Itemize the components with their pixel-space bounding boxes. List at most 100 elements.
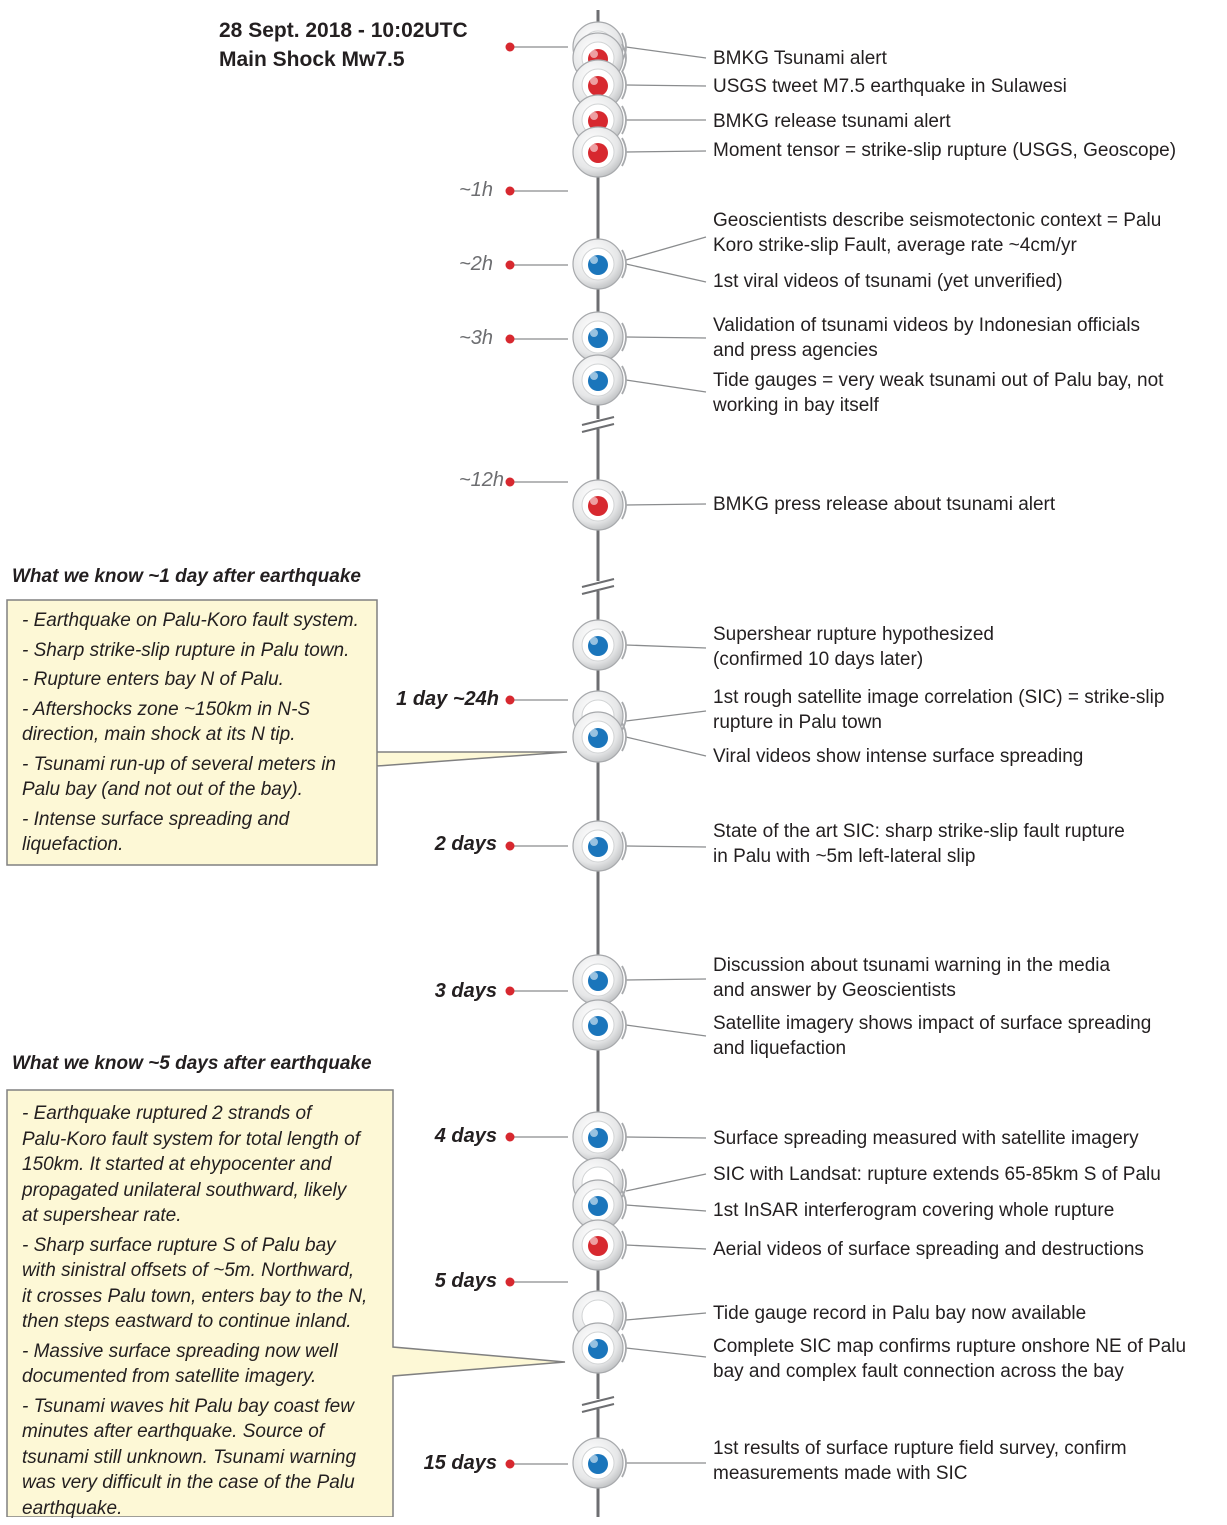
box1-item: - Aftershocks zone ~150km in N-S directi… bbox=[22, 698, 311, 746]
event-connector bbox=[625, 736, 707, 757]
box1-item: - Rupture enters bay N of Palu. bbox=[22, 669, 284, 690]
axis-break-mark bbox=[581, 1403, 615, 1413]
event-text: Tide gauges = very weak tsunami out of P… bbox=[713, 370, 1164, 416]
event-marker-blue bbox=[572, 999, 627, 1051]
event-connector bbox=[625, 1312, 707, 1321]
time-tick-dot bbox=[505, 1459, 515, 1469]
event-connector bbox=[625, 503, 707, 506]
marker-bracket bbox=[621, 831, 627, 861]
box2-item: - Massive surface spreading now well doc… bbox=[22, 1340, 338, 1388]
event-text: 1st InSAR interferogram covering whole r… bbox=[713, 1200, 1115, 1221]
axis-break-gap bbox=[584, 581, 612, 591]
event-connector bbox=[625, 1173, 707, 1192]
event-text: SIC with Landsat: rupture extends 65-85k… bbox=[713, 1164, 1161, 1185]
event-marker-blue bbox=[572, 1322, 627, 1374]
event-marker-red bbox=[572, 126, 627, 178]
time-tick-dot bbox=[505, 334, 515, 344]
marker-bracket bbox=[621, 722, 627, 752]
event-marker-blue bbox=[572, 711, 627, 763]
time-label-5-days: 5 days bbox=[434, 1270, 497, 1292]
marker-bracket bbox=[621, 1448, 627, 1478]
axis-break-mark bbox=[581, 578, 615, 588]
event-text: Discussion about tsunami warning in the … bbox=[713, 955, 1111, 1001]
event-text: Surface spreading measured with satellit… bbox=[713, 1128, 1139, 1149]
event-connector bbox=[625, 1204, 707, 1212]
time-tick-dot bbox=[505, 695, 515, 705]
event-connector bbox=[625, 46, 707, 59]
marker-bracket bbox=[621, 137, 627, 167]
box1-callout bbox=[6, 599, 568, 866]
event-connector bbox=[625, 845, 707, 848]
box2-item: - Tsunami waves hit Palu bay coast few m… bbox=[22, 1395, 357, 1519]
event-text: Viral videos show intense surface spread… bbox=[713, 746, 1084, 767]
marker-highlight bbox=[590, 112, 598, 120]
event-text: State of the art SIC: sharp strike-slip … bbox=[713, 821, 1125, 867]
time-tick-dot bbox=[505, 260, 515, 270]
marker-bracket bbox=[621, 630, 627, 660]
event-text: Geoscientists describe seismotectonic co… bbox=[713, 210, 1162, 256]
box2-heading: What we know ~5 days after earthquake bbox=[12, 1053, 372, 1074]
time-label-3-days: 3 days bbox=[434, 980, 497, 1002]
marker-highlight bbox=[590, 838, 598, 846]
event-text: BMKG press release about tsunami alert bbox=[713, 494, 1056, 515]
marker-highlight bbox=[590, 1129, 598, 1137]
event-text: Supershear rupture hypothesized(confirme… bbox=[713, 624, 994, 670]
time-label-4-days: 4 days bbox=[434, 1125, 497, 1147]
event-marker-blue bbox=[572, 954, 627, 1006]
event-connector bbox=[625, 978, 707, 981]
event-connector bbox=[625, 150, 707, 153]
event-marker-blue bbox=[572, 820, 627, 872]
time-label-15-days: 15 days bbox=[423, 1452, 497, 1474]
box2-item: - Earthquake ruptured 2 strands of Palu-… bbox=[22, 1103, 360, 1226]
marker-bracket bbox=[621, 965, 627, 995]
event-connector bbox=[625, 336, 707, 339]
event-marker-red bbox=[572, 479, 627, 531]
box1-item: - Earthquake on Palu-Koro fault system. bbox=[22, 610, 359, 631]
time-label-2-days: 2 days bbox=[434, 833, 497, 855]
marker-bracket bbox=[621, 70, 627, 100]
axis-break-gap bbox=[584, 419, 612, 429]
time-label-2h: ~2h bbox=[459, 253, 493, 275]
event-marker-blue bbox=[572, 354, 627, 406]
marker-bracket bbox=[621, 1230, 627, 1260]
box2-item: - Sharp surface rupture S of Palu bay wi… bbox=[22, 1234, 368, 1333]
time-tick-dot bbox=[505, 477, 515, 487]
event-text: Tide gauge record in Palu bay now availa… bbox=[713, 1303, 1087, 1324]
time-tick-dot bbox=[505, 1132, 515, 1142]
event-connector bbox=[625, 1347, 707, 1358]
event-connector bbox=[625, 263, 707, 283]
time-tick-dot bbox=[505, 986, 515, 996]
event-text: Validation of tsunami videos by Indonesi… bbox=[713, 315, 1141, 361]
event-marker-red bbox=[572, 1219, 627, 1271]
event-text: USGS tweet M7.5 earthquake in Sulawesi bbox=[713, 76, 1067, 97]
event-text: Satellite imagery shows impact of surfac… bbox=[713, 1013, 1152, 1059]
main-shock-date: 28 Sept. 2018 - 10:02UTC bbox=[219, 19, 468, 42]
axis-break-mark bbox=[581, 416, 615, 426]
marker-bracket bbox=[621, 322, 627, 352]
event-marker-blue bbox=[572, 619, 627, 671]
event-text: 1st viral videos of tsunami (yet unverif… bbox=[713, 271, 1063, 292]
marker-bracket bbox=[621, 249, 627, 279]
marker-highlight bbox=[590, 77, 598, 85]
event-connector bbox=[625, 1244, 707, 1250]
marker-highlight bbox=[590, 372, 598, 380]
event-connector bbox=[625, 379, 707, 393]
marker-bracket bbox=[621, 105, 627, 135]
marker-bracket bbox=[621, 1301, 627, 1331]
event-marker-blue bbox=[572, 1437, 627, 1489]
event-connector bbox=[625, 710, 707, 722]
marker-highlight bbox=[590, 1340, 598, 1348]
axis-break-mark bbox=[581, 423, 615, 433]
event-marker-blue bbox=[572, 311, 627, 363]
event-text: Moment tensor = strike-slip rupture (USG… bbox=[713, 140, 1177, 161]
axis-break-mark bbox=[581, 585, 615, 595]
time-label-1-day: 1 day ~24h bbox=[396, 688, 499, 710]
marker-highlight bbox=[590, 637, 598, 645]
time-tick-dot bbox=[505, 186, 515, 196]
main-shock-magnitude: Main Shock Mw7.5 bbox=[219, 48, 405, 71]
marker-bracket bbox=[621, 701, 627, 731]
axis-break-gap bbox=[584, 1399, 612, 1409]
event-connector bbox=[625, 644, 707, 649]
marker-highlight bbox=[590, 729, 598, 737]
time-tick-dot bbox=[505, 841, 515, 851]
